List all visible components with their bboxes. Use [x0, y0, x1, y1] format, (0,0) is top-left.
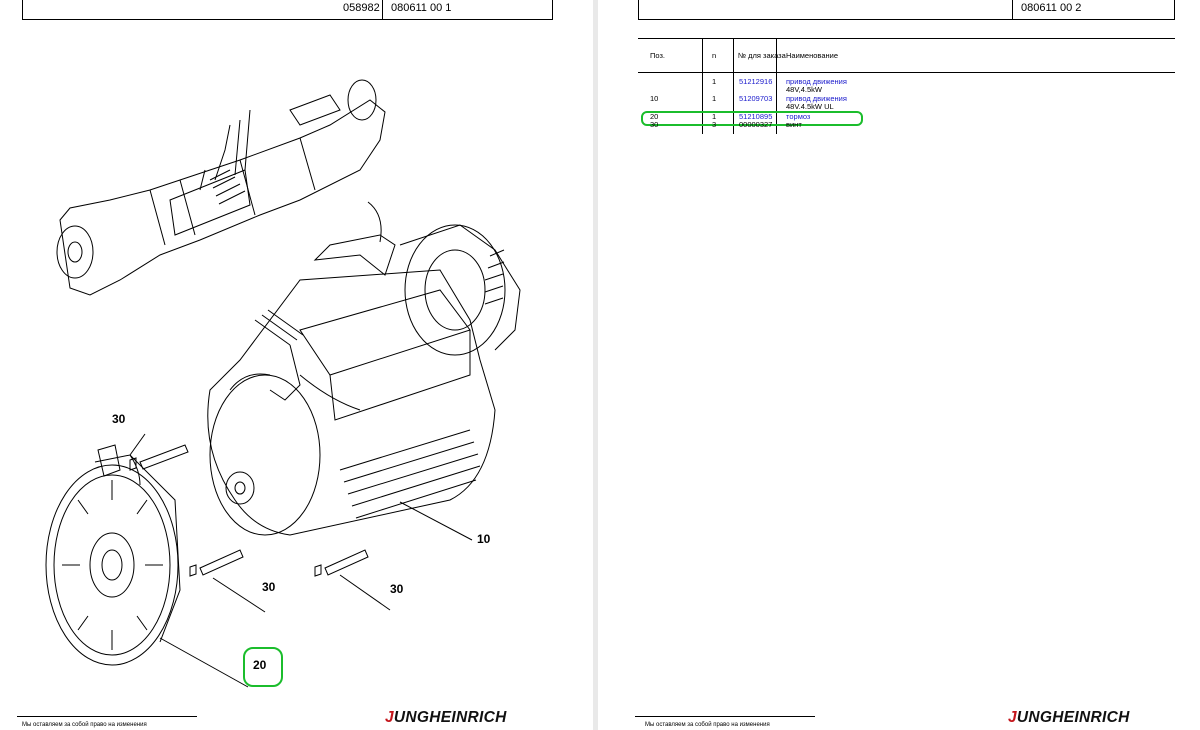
- row-order-no: 00000327: [739, 120, 773, 129]
- callout-20-highlight: [243, 647, 283, 687]
- jungheinrich-logo: JUNGHEINRICH: [1008, 709, 1130, 726]
- row-order-no-link[interactable]: 51210895: [739, 112, 773, 121]
- row-order-no-link[interactable]: 51209703: [739, 94, 773, 103]
- overview-assembly: [56, 79, 386, 296]
- footer-rule: [17, 716, 197, 717]
- exploded-drive-drawing: [45, 79, 521, 688]
- page-reference: 080611 00 1: [391, 2, 452, 14]
- row-name-detail: 48V,4.5kW: [786, 85, 822, 94]
- row-pos: 30: [650, 120, 659, 129]
- callout-20: 20: [253, 658, 267, 672]
- jungheinrich-logo: JUNGHEINRICH: [385, 709, 507, 726]
- catalog-page-right: 080611 00 2 Поз. n № для заказа Наименов…: [598, 0, 1200, 730]
- screws-30: [129, 444, 369, 577]
- header-strip: 058982 080611 00 1: [22, 0, 553, 20]
- brake-20: [45, 444, 181, 666]
- column-header-qty: n: [712, 51, 717, 60]
- drawing-number: 058982: [343, 2, 380, 14]
- row-qty: 3: [712, 120, 717, 129]
- row-pos: 20: [650, 112, 659, 121]
- row-qty: 1: [712, 77, 717, 86]
- callout-30-right: 30: [390, 582, 404, 596]
- row-name-link[interactable]: привод движения: [786, 77, 847, 86]
- footer-rule: [635, 716, 815, 717]
- callout-10: 10: [477, 532, 491, 546]
- row-name: винт: [786, 120, 802, 129]
- row-name-detail: 48V,4.5kW UL: [786, 103, 834, 109]
- column-header-order-no: № для заказа: [738, 51, 786, 60]
- traction-motor-10: [207, 224, 521, 536]
- row-order-no-link[interactable]: 51212916: [739, 77, 773, 86]
- callout-30-left: 30: [262, 580, 276, 594]
- page-reference: 080611 00 2: [1021, 2, 1082, 14]
- page-gutter: [593, 0, 598, 730]
- column-header-pos: Поз.: [650, 51, 665, 60]
- row-qty: 1: [712, 94, 717, 103]
- header-strip: 080611 00 2: [638, 0, 1175, 20]
- row-name-link[interactable]: тормоз: [786, 112, 811, 121]
- callout-30-top: 30: [112, 412, 126, 426]
- row-pos: 10: [650, 94, 659, 103]
- column-header-name: Наименование: [786, 51, 838, 60]
- row-name-link[interactable]: привод движения: [786, 94, 847, 103]
- row-qty: 1: [712, 112, 717, 121]
- row-highlight-ring: [641, 111, 863, 126]
- catalog-page-left: 058982 080611 00 1: [0, 0, 593, 730]
- footer-note: Мы оставляем за собой право на изменения: [645, 722, 770, 728]
- footer-note: Мы оставляем за собой право на изменения: [22, 722, 147, 728]
